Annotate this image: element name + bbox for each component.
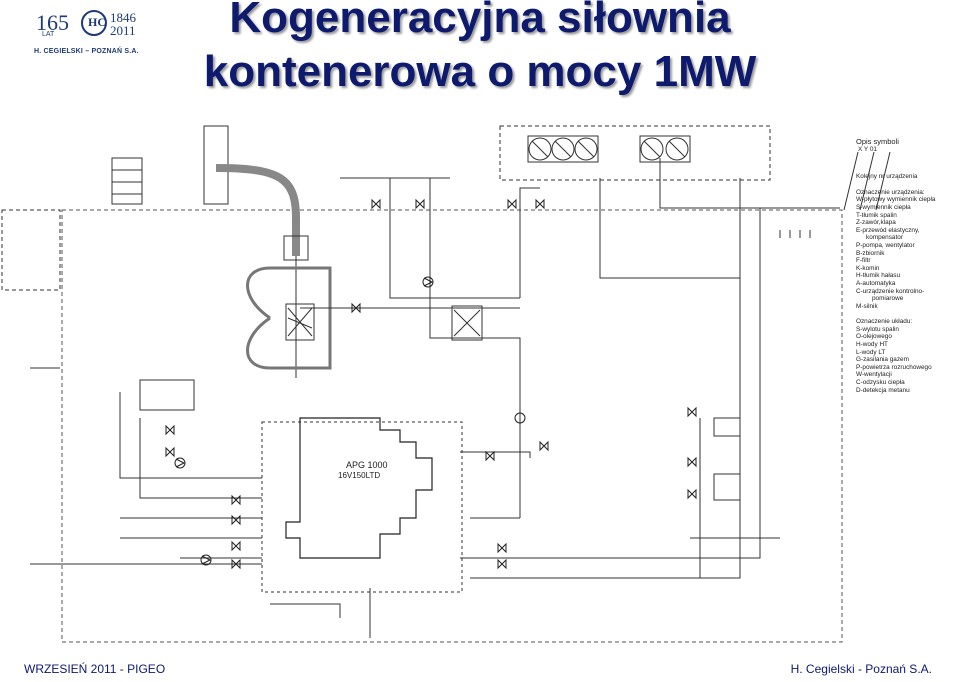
oil-tank <box>139 379 195 411</box>
legend-item: F-filtr <box>856 257 871 265</box>
heat-exchanger-plate <box>451 305 483 341</box>
title-line-1: Kogeneracyjna siłownia <box>229 0 731 42</box>
heat-exchanger-main <box>285 303 315 341</box>
engine-room-boundary <box>261 421 463 593</box>
logo-year-end: 2011 <box>110 23 136 38</box>
legend-item: W-wentylacji <box>856 371 892 379</box>
piping-network <box>30 158 840 638</box>
control-box-1 <box>713 417 741 437</box>
legend-item: B-zbiornik <box>856 249 885 257</box>
legend-item: pomiarowe <box>872 295 904 303</box>
valves <box>165 198 697 570</box>
legend-item: S-wylotu spalin <box>856 325 899 333</box>
legend-item: P-powietrza rozruchowego <box>856 363 932 371</box>
footer-date: WRZESIEŃ 2011 - PIGEO <box>24 662 166 676</box>
system-diagram: APG 1000 16V150LTD Opis symboli X Y 01 <box>0 118 960 658</box>
legend-item: O-olejowego <box>856 333 892 341</box>
legend-numbering: Kolejny nr urządzenia <box>856 173 918 181</box>
legend-ticks <box>779 230 811 238</box>
engine-block <box>285 417 433 559</box>
engine-model: 16V150LTD <box>338 471 380 480</box>
legend-item: G-zasilania gazem <box>856 356 909 364</box>
engine-label: APG 1000 <box>346 460 388 470</box>
exhaust-silencer <box>283 235 309 261</box>
legend-item: P-pompa, wentylator <box>856 241 915 249</box>
legend-item: K-komin <box>856 264 880 272</box>
logo-emblem-text: HC <box>88 15 106 29</box>
company-logo: 165 LAT HC 1846 2011 H. CEGIELSKI – POZN… <box>6 6 146 56</box>
legend-item: H-wody HT <box>856 341 888 349</box>
legend-device-list: W-płytowy wymiennik ciepła S-wymiennik c… <box>856 196 960 310</box>
coolant-loop <box>246 266 332 370</box>
legend-item: C-urządzenie kontrolno- <box>856 287 925 295</box>
exhaust-pipe <box>215 164 300 256</box>
legend-item: D-detekcja metanu <box>856 386 910 394</box>
legend-item: H-tłumik hałasu <box>856 272 901 280</box>
legend-item: kompensator <box>866 234 903 242</box>
legend-item: W-płytowy wymiennik ciepła <box>856 196 936 204</box>
legend-item: E-przewód elastyczny, <box>856 226 920 234</box>
legend-item: A-automatyka <box>856 279 896 287</box>
symbol-legend: Opis symboli X Y 01 Kolejny nr urządzeni… <box>856 138 960 394</box>
logo-emblem-icon: HC <box>81 10 107 36</box>
title-line-2: kontenerowa o mocy 1MW <box>203 47 757 96</box>
legend-item: T-tłumik spalin <box>856 211 897 219</box>
legend-item: S-wymiennik ciepła <box>856 203 911 211</box>
diagram-canvas: APG 1000 16V150LTD <box>1 125 891 643</box>
container-boundary <box>61 209 843 643</box>
legend-medium-list: S-wylotu spalin O-olejowego H-wody HT L-… <box>856 326 960 394</box>
legend-item: L-wody LT <box>856 348 886 356</box>
legend-symbol-hint: X Y 01 <box>858 145 877 153</box>
legend-medium-heading: Oznaczenie układu: <box>856 318 913 326</box>
legend-device-heading: Oznaczenie urządzenia: <box>856 188 925 196</box>
logo-years: 165 <box>36 10 69 35</box>
ventilation-unit <box>111 157 143 205</box>
legend-item: C-odzysku ciepła <box>856 379 905 387</box>
pumps <box>174 276 526 566</box>
left-room-boundary <box>1 209 61 291</box>
legend-pointer-lines <box>843 151 891 211</box>
legend-item: M-silnik <box>856 302 878 310</box>
logo-company-name: H. CEGIELSKI – POZNAŃ S.A. <box>34 48 139 55</box>
legend-title: Opis symboli <box>856 137 899 146</box>
footer-company: H. Cegielski - Poznań S.A. <box>790 662 932 676</box>
logo-year-start: 1846 <box>110 10 136 25</box>
cooler-fans <box>527 135 691 163</box>
legend-item: Z-zawór,klapa <box>856 219 896 227</box>
slide-title: Kogeneracyjna siłownia kontenerowa o moc… <box>150 0 810 94</box>
logo-years-suffix: LAT <box>42 31 55 38</box>
control-box-2 <box>713 473 741 501</box>
cooler-area-boundary <box>499 125 771 181</box>
